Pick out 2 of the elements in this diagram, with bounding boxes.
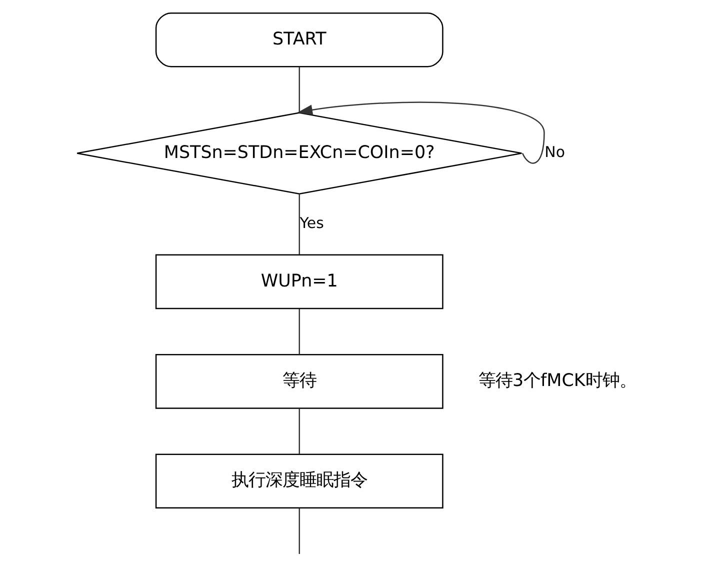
node-label: 等待3个fMCK时钟。 <box>478 371 636 392</box>
edge-label: No <box>544 143 564 162</box>
